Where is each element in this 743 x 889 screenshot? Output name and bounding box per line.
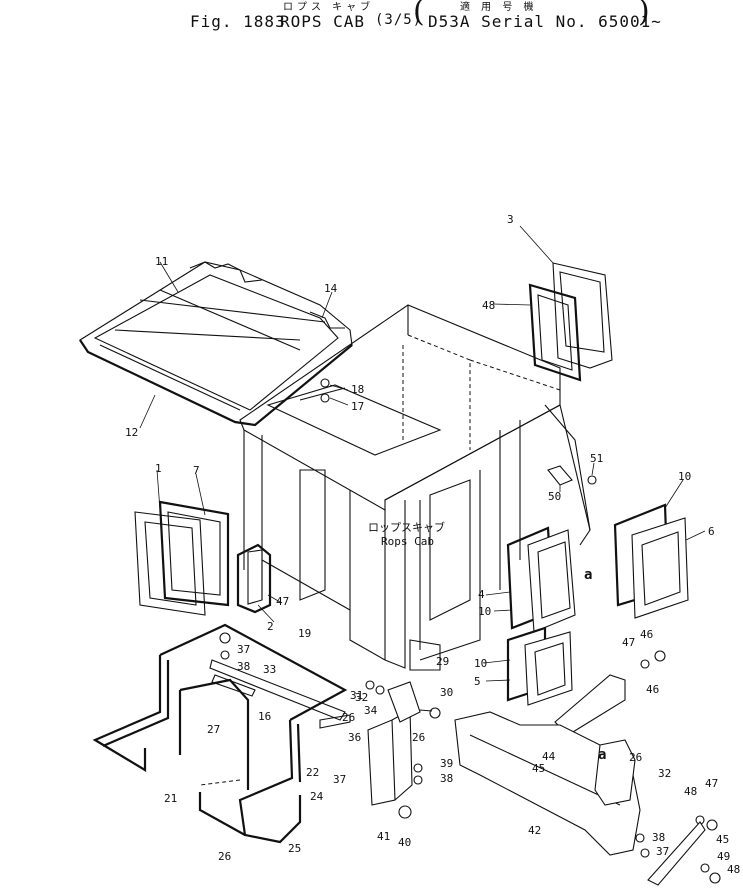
callout: 44 <box>542 750 556 763</box>
callout: 51 <box>590 452 603 465</box>
figure-title-block: ロプス キャブ 適 用 号 機 Fig. 1883 ROPS CAB (3/5)… <box>0 0 743 40</box>
rear-window-3-9 <box>528 262 613 382</box>
callout: 26 <box>218 850 231 863</box>
callout: 37 <box>656 845 669 858</box>
callout: 10 <box>478 605 491 618</box>
callout: 16 <box>258 710 271 723</box>
callout: 10 <box>678 470 691 483</box>
callout: 48 <box>684 785 697 798</box>
callout: 40 <box>398 836 411 849</box>
callout: 38 <box>440 772 453 785</box>
figure-title: ROPS CAB <box>280 12 366 31</box>
callout: 47 <box>622 636 635 649</box>
callout: 27 <box>207 723 220 736</box>
rops-cab-body <box>239 304 591 671</box>
callout: 26 <box>412 731 425 744</box>
callout: 33 <box>263 663 276 676</box>
callout: 34 <box>364 704 378 717</box>
callout: 46 <box>640 628 653 641</box>
callout: 26 <box>629 751 642 764</box>
mount-bracket-36 <box>367 709 413 806</box>
latch-50-51 <box>547 465 597 486</box>
right-parenthesis: ) <box>638 0 650 29</box>
title-japanese-left: ロプス キャブ <box>283 2 375 13</box>
callout: 19 <box>298 627 311 640</box>
callout: 17 <box>351 400 364 413</box>
left-window-1-7 <box>134 500 230 616</box>
callout: 50 <box>548 490 561 503</box>
callout: 22 <box>306 766 319 779</box>
roof-panel <box>79 261 353 427</box>
callout: 5 <box>474 675 481 688</box>
callout: 25 <box>288 842 301 855</box>
callout: 32 <box>355 691 368 704</box>
callout: 37 <box>333 773 346 786</box>
callout: 45 <box>532 762 545 775</box>
callout: 29 <box>436 655 449 668</box>
callout: 21 <box>164 792 177 805</box>
callout: 7 <box>193 464 200 477</box>
callout: 2 <box>267 620 274 633</box>
right-window-6-10 <box>613 503 689 619</box>
callout: 4 <box>478 588 485 601</box>
callout: 18 <box>351 383 364 396</box>
callout: 49 <box>717 850 730 863</box>
sheet-number: (3/5) <box>375 12 423 28</box>
callout-numbers: 11 12 14 18 17 3 48 51 50 10 6 1 7 47 2 … <box>125 213 740 876</box>
title-japanese-right: 適 用 号 機 <box>460 2 538 13</box>
small-window-2-8 <box>236 543 272 614</box>
floor-frame-assembly <box>92 623 351 844</box>
callout: 10 <box>474 657 487 670</box>
callout: 32 <box>658 767 671 780</box>
callout: 38 <box>652 831 665 844</box>
callout: 6 <box>708 525 715 538</box>
callout: 47 <box>276 595 289 608</box>
callout: 48 <box>727 863 740 876</box>
callout: 37 <box>237 643 250 656</box>
reference-letter-a-lower: a <box>598 747 606 763</box>
callout: 42 <box>528 824 541 837</box>
callout: 38 <box>237 660 250 673</box>
callout: 11 <box>155 255 168 268</box>
mount-26-28 <box>387 681 441 723</box>
bolts-misc <box>219 378 721 884</box>
callout: 46 <box>646 683 659 696</box>
callout: 14 <box>324 282 338 295</box>
side-window-4-10 <box>506 526 576 633</box>
bracket-35 <box>594 739 636 806</box>
callout: 31 <box>350 689 363 702</box>
callout: 24 <box>310 790 324 803</box>
callout: 12 <box>125 426 138 439</box>
callout: 3 <box>507 213 514 226</box>
left-parenthesis: ( <box>413 0 425 29</box>
side-window-5-11 <box>506 626 573 706</box>
figure-number: Fig. 1883 <box>190 12 286 31</box>
plate-44 <box>647 821 706 886</box>
callout: 36 <box>348 731 361 744</box>
callout: 48 <box>482 299 495 312</box>
callout: 47 <box>705 777 718 790</box>
callout: 39 <box>440 757 453 770</box>
side-beam-41 <box>454 711 641 856</box>
callout: 26 <box>342 711 355 724</box>
reference-letter-a-upper: a <box>584 567 592 583</box>
callout: 45 <box>716 833 729 846</box>
leader-lines <box>139 225 706 682</box>
cab-label-japanese: ロップスキャブ <box>368 520 445 534</box>
cab-label-english: Rops Cab <box>381 535 434 548</box>
serial-applicability: D53A Serial No. 65001~ <box>428 12 662 31</box>
callout: 30 <box>440 686 453 699</box>
callout: 41 <box>377 830 390 843</box>
callout: 1 <box>155 462 162 475</box>
